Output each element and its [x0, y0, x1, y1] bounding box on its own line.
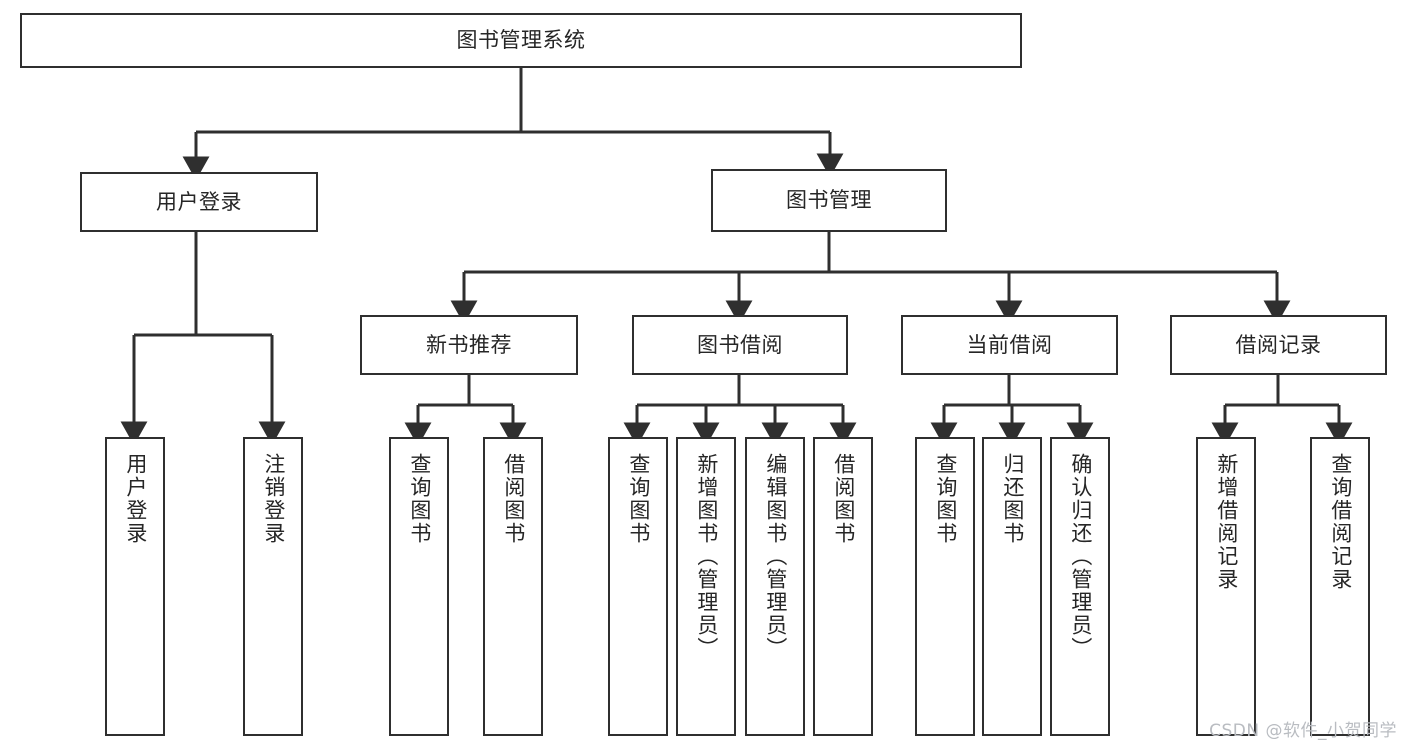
leaf-query-book-1-label: 查询图书 [407, 453, 432, 545]
node-user-login-label: 用户登录 [156, 189, 242, 214]
leaf-return-book[interactable]: 归还图书 [982, 437, 1042, 736]
leaf-query-book-2[interactable]: 查询图书 [608, 437, 668, 736]
leaf-confirm-return[interactable]: 确认归还（管理员） [1050, 437, 1110, 736]
leaf-add-book[interactable]: 新增图书（管理员） [676, 437, 736, 736]
node-current-borrow[interactable]: 当前借阅 [901, 315, 1118, 375]
leaf-logout-login-label: 注销登录 [261, 453, 286, 545]
leaf-borrow-book-1-label: 借阅图书 [501, 453, 526, 545]
node-root-label: 图书管理系统 [456, 28, 586, 53]
csdn-watermark: CSDN @软件_小贺同学 [1209, 721, 1397, 741]
node-user-login[interactable]: 用户登录 [80, 172, 318, 232]
leaf-query-book-1[interactable]: 查询图书 [389, 437, 449, 736]
leaf-borrow-book-2[interactable]: 借阅图书 [813, 437, 873, 736]
node-book-manage-label: 图书管理 [786, 188, 872, 213]
leaf-confirm-return-label: 确认归还（管理员） [1068, 453, 1093, 660]
node-root[interactable]: 图书管理系统 [20, 13, 1022, 68]
leaf-query-book-3-label: 查询图书 [933, 453, 958, 545]
leaf-query-record[interactable]: 查询借阅记录 [1310, 437, 1370, 736]
leaf-add-record-label: 新增借阅记录 [1214, 453, 1239, 591]
node-borrow-record[interactable]: 借阅记录 [1170, 315, 1387, 375]
leaf-edit-book-label: 编辑图书（管理员） [763, 453, 788, 660]
leaf-borrow-book-2-label: 借阅图书 [831, 453, 856, 545]
leaf-query-book-2-label: 查询图书 [626, 453, 651, 545]
leaf-query-record-label: 查询借阅记录 [1328, 453, 1353, 591]
node-current-borrow-label: 当前借阅 [966, 332, 1053, 357]
leaf-add-book-label: 新增图书（管理员） [694, 453, 719, 660]
leaf-add-record[interactable]: 新增借阅记录 [1196, 437, 1256, 736]
leaf-logout-login[interactable]: 注销登录 [243, 437, 303, 736]
node-book-borrow[interactable]: 图书借阅 [632, 315, 848, 375]
leaf-query-book-3[interactable]: 查询图书 [915, 437, 975, 736]
leaf-user-login-label: 用户登录 [123, 453, 148, 545]
node-borrow-record-label: 借阅记录 [1235, 332, 1322, 357]
node-book-borrow-label: 图书借阅 [697, 332, 783, 357]
node-new-book-recommend-label: 新书推荐 [426, 332, 512, 357]
node-book-manage[interactable]: 图书管理 [711, 169, 947, 232]
leaf-borrow-book-1[interactable]: 借阅图书 [483, 437, 543, 736]
leaf-edit-book[interactable]: 编辑图书（管理员） [745, 437, 805, 736]
leaf-return-book-label: 归还图书 [1000, 453, 1025, 545]
leaf-user-login[interactable]: 用户登录 [105, 437, 165, 736]
node-new-book-recommend[interactable]: 新书推荐 [360, 315, 578, 375]
